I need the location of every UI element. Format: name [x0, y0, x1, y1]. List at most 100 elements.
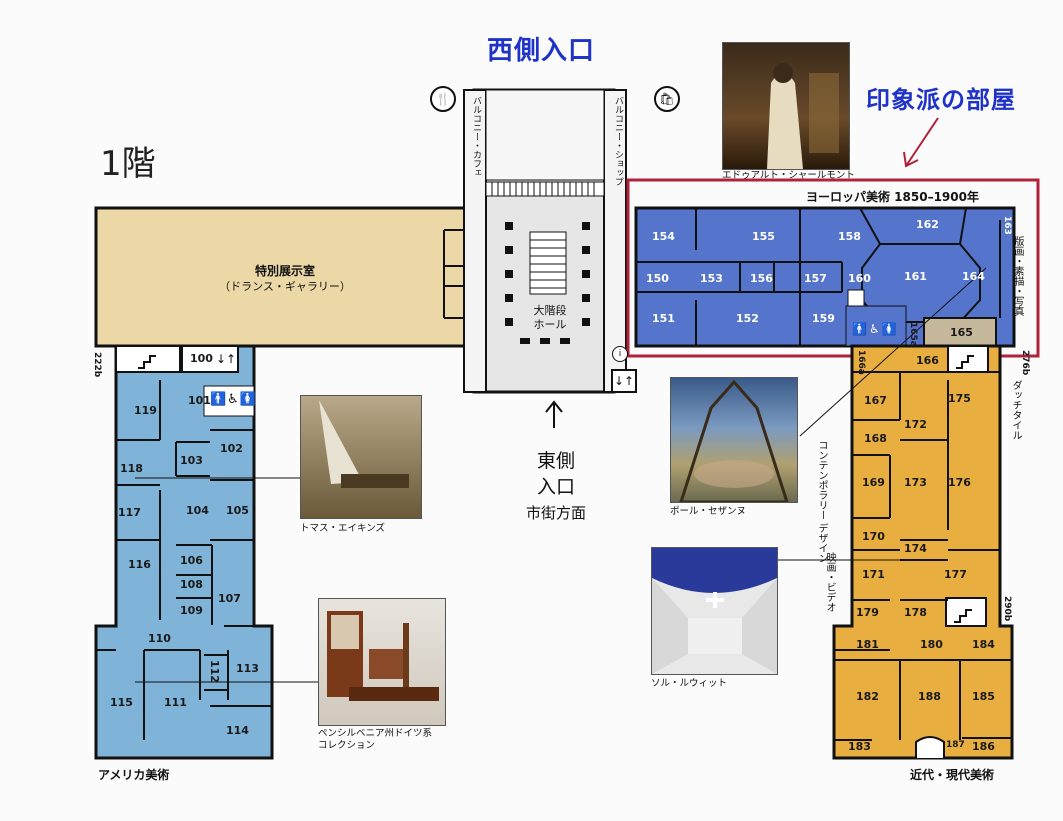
room-170: 170 — [862, 530, 885, 543]
elevator-icon: ↓↑ — [614, 374, 635, 388]
room-188: 188 — [918, 690, 941, 703]
room-103: 103 — [180, 454, 203, 467]
room-176: 176 — [948, 476, 971, 489]
grand-stair-label-2: ホール — [533, 318, 567, 331]
room-167: 167 — [864, 394, 887, 407]
european-wing-label: ヨーロッパ美術 1850–1900年 — [806, 190, 979, 204]
charlemont-painting — [722, 42, 850, 170]
room-118: 118 — [120, 462, 143, 475]
impressionist-room-label: 印象派の部屋 — [866, 86, 1016, 114]
impressionist-highlight-box — [626, 178, 1040, 358]
room-105: 105 — [226, 504, 249, 517]
pennsylvania-collection-photo — [318, 598, 446, 726]
room-155: 155 — [752, 230, 775, 243]
room-183: 183 — [848, 740, 871, 753]
room-173: 173 — [904, 476, 927, 489]
modern-wing-label: 近代・現代美術 — [910, 768, 995, 782]
info-icon: i — [612, 346, 628, 362]
charlemont-caption: エドゥアルト・シャールモント — [722, 170, 855, 181]
special-exhibit-sublabel: （ドランス・ギャラリー） — [219, 280, 351, 293]
lewitt-installation — [651, 547, 778, 675]
room-119: 119 — [134, 404, 157, 417]
eakins-painting — [300, 395, 422, 519]
room-181: 181 — [856, 638, 879, 651]
prints-label: 版画・素描・写真 — [1012, 236, 1023, 316]
room-114: 114 — [226, 724, 249, 737]
room-174: 174 — [904, 542, 927, 555]
room-116: 116 — [128, 558, 151, 571]
balcony-shop-label: バルコニー・ショップ — [613, 96, 623, 186]
room-115: 115 — [110, 696, 133, 709]
floor-label: 1階 — [100, 144, 156, 184]
room-166: 166 — [916, 354, 939, 367]
room-276b: 276b — [1020, 350, 1030, 376]
cezanne-caption: ポール・セザンヌ — [670, 506, 747, 517]
room-157: 157 — [804, 272, 827, 285]
room-171: 171 — [862, 568, 885, 581]
restroom-icon: 🚹♿🚺 — [210, 392, 258, 407]
grand-stair-label-1: 大階段 — [533, 304, 567, 317]
room-112: 112 — [208, 660, 221, 683]
elevator-icon-american: ↓↑ — [216, 352, 237, 366]
room-163: 163 — [1002, 216, 1012, 235]
room-166a: 166a — [856, 350, 866, 375]
east-entrance-line-2: 入口 — [536, 476, 575, 498]
room-179: 179 — [856, 606, 879, 619]
room-187: 187 — [946, 740, 965, 750]
room-111: 111 — [164, 696, 187, 709]
room-104: 104 — [186, 504, 209, 517]
room-159: 159 — [812, 312, 835, 325]
eakins-caption: トマス・エイキンズ — [300, 523, 386, 534]
room-101: 101 — [188, 394, 211, 407]
east-entrance-line-3: 市街方面 — [525, 504, 586, 522]
room-185: 185 — [972, 690, 995, 703]
room-222b: 222b — [92, 352, 102, 378]
room-153: 153 — [700, 272, 723, 285]
lewitt-caption: ソル・ルウィット — [651, 678, 728, 689]
room-182: 182 — [856, 690, 879, 703]
room-165: 165 — [950, 326, 973, 339]
room-109: 109 — [180, 604, 203, 617]
room-161: 161 — [904, 270, 927, 283]
contemporary-design-label: コンテンポラリー デザイン — [816, 440, 827, 564]
room-184: 184 — [972, 638, 995, 651]
room-102: 102 — [220, 442, 243, 455]
room-290b: 290b — [1002, 596, 1012, 622]
dutch-tiles-label: ダッチタイル — [1010, 380, 1021, 440]
room-180: 180 — [920, 638, 943, 651]
room-164: 164 — [962, 270, 985, 283]
room-162: 162 — [916, 218, 939, 231]
room-168: 168 — [864, 432, 887, 445]
american-wing-label: アメリカ美術 — [98, 768, 170, 782]
room-154: 154 — [652, 230, 675, 243]
room-165a: 165a — [908, 322, 918, 347]
west-entrance-title: 西側入口 — [487, 36, 596, 66]
shopping-bag-icon: 🛍 — [654, 86, 680, 112]
grand-stair-label: 大階段 ホール — [528, 304, 572, 332]
room-108: 108 — [180, 578, 203, 591]
room-113: 113 — [236, 662, 259, 675]
room-110: 110 — [148, 632, 171, 645]
balcony-cafe-label: バルコニー・カフェ — [471, 96, 481, 177]
room-158: 158 — [838, 230, 861, 243]
east-entrance-line-1: 東側 — [536, 450, 575, 472]
room-156: 156 — [750, 272, 773, 285]
room-178: 178 — [904, 606, 927, 619]
room-152: 152 — [736, 312, 759, 325]
room-160: 160 — [848, 272, 871, 285]
pennsylvania-caption: ペンシルベニア州ドイツ系 コレクション — [318, 728, 433, 751]
room-100: 100 — [190, 352, 213, 365]
room-151: 151 — [652, 312, 675, 325]
room-117: 117 — [118, 506, 141, 519]
room-107: 107 — [218, 592, 241, 605]
film-video-label: 映画・ビデオ — [824, 552, 835, 612]
special-exhibit-label: 特別展示室 — [254, 264, 315, 278]
room-175: 175 — [948, 392, 971, 405]
room-169: 169 — [862, 476, 885, 489]
east-entrance-label: 東側 入口 市街方面 — [520, 448, 592, 526]
room-186: 186 — [972, 740, 995, 753]
restroom-icon-european: 🚹♿🚺 — [852, 322, 899, 336]
fork-knife-icon: 🍴 — [430, 86, 456, 112]
modern-wing — [832, 344, 1014, 760]
